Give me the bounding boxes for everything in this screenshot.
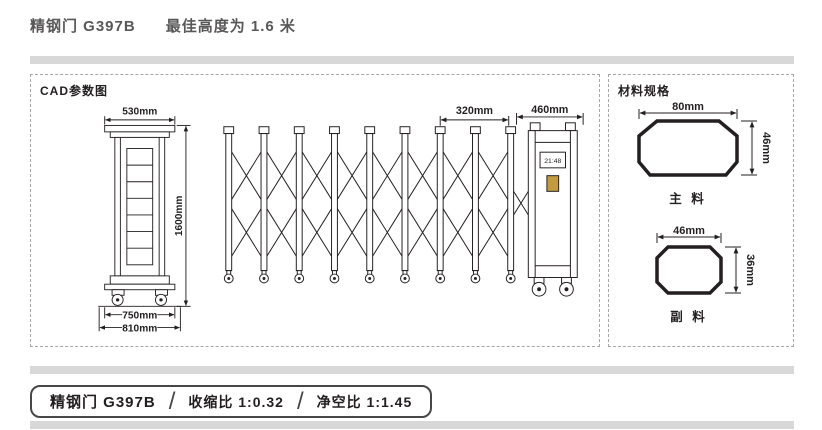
main-profile-shape <box>637 119 739 177</box>
divider-bar-bottom <box>30 421 794 429</box>
footer-separator-1: / <box>168 387 176 415</box>
material-panel-title: 材料规格 <box>618 84 671 98</box>
divider-bar-top <box>30 56 794 64</box>
gate-motor-cabinet: 21:48 <box>527 122 578 297</box>
sub-profile-dim-height: 36mm <box>725 246 756 294</box>
dim-750mm: 750mm <box>122 310 157 321</box>
retractable-gate-drawing: 320mm 460mm <box>223 104 584 297</box>
gate-lattice <box>228 146 529 262</box>
main-profile-label: 主 料 <box>669 191 706 206</box>
sub-profile-drawing: 46mm 36mm 副 料 <box>655 225 756 324</box>
post-structure <box>98 124 182 307</box>
dim-46mm-sub: 46mm <box>673 225 705 237</box>
footer-clearance-ratio: 净空比 1:1.45 <box>316 393 413 410</box>
post-dimension-1600: 1600mm <box>174 124 191 307</box>
cad-panel-title: CAD参数图 <box>40 84 108 98</box>
dim-320mm: 320mm <box>456 105 493 117</box>
sub-profile-shape <box>655 245 723 295</box>
post-dimension-530: 530mm <box>104 106 176 125</box>
material-panel: 材料规格 80mm 46mm 主 料 46mm <box>608 74 794 347</box>
sub-profile-label: 副 料 <box>670 309 707 324</box>
footer-spec-pill: 精钢门 G397B / 收缩比 1:0.32 / 净空比 1:1.45 <box>30 385 433 418</box>
gate-posts <box>223 126 517 284</box>
gate-dimension-320: 320mm <box>439 105 510 126</box>
dim-80mm: 80mm <box>672 101 704 113</box>
footer-separator-2: / <box>296 387 304 415</box>
cabinet-emblem <box>546 175 560 192</box>
product-height-note: 最佳高度为 1.6 米 <box>165 18 296 35</box>
dim-810mm: 810mm <box>122 323 157 334</box>
cad-panel: CAD参数图 530mm <box>30 74 600 347</box>
gate-post-drawing: 530mm <box>98 106 191 334</box>
main-profile-dim-width: 80mm <box>638 101 738 119</box>
cabinet-display: 21:48 <box>544 158 561 165</box>
main-profile-dim-height: 46mm <box>741 120 772 176</box>
footer-model: 精钢门 G397B <box>50 394 156 411</box>
post-dimension-810: 810mm <box>98 307 181 334</box>
dim-46mm-main: 46mm <box>760 132 772 164</box>
main-profile-drawing: 80mm 46mm 主 料 <box>637 101 772 206</box>
footer-shrink-ratio: 收缩比 1:0.32 <box>188 393 284 410</box>
sub-profile-dim-width: 46mm <box>656 225 722 243</box>
dim-530mm: 530mm <box>122 106 157 117</box>
product-model: 精钢门 G397B <box>30 18 136 35</box>
dim-36mm: 36mm <box>744 254 756 286</box>
cabinet-display-frame <box>539 151 566 169</box>
divider-bar-middle <box>30 366 794 374</box>
gate-dimension-460: 460mm <box>516 104 584 125</box>
dim-460mm: 460mm <box>531 104 568 116</box>
post-dimension-750: 750mm <box>104 307 176 321</box>
page-title: 精钢门 G397B 最佳高度为 1.6 米 <box>30 15 296 36</box>
dim-1600mm: 1600mm <box>174 196 185 237</box>
